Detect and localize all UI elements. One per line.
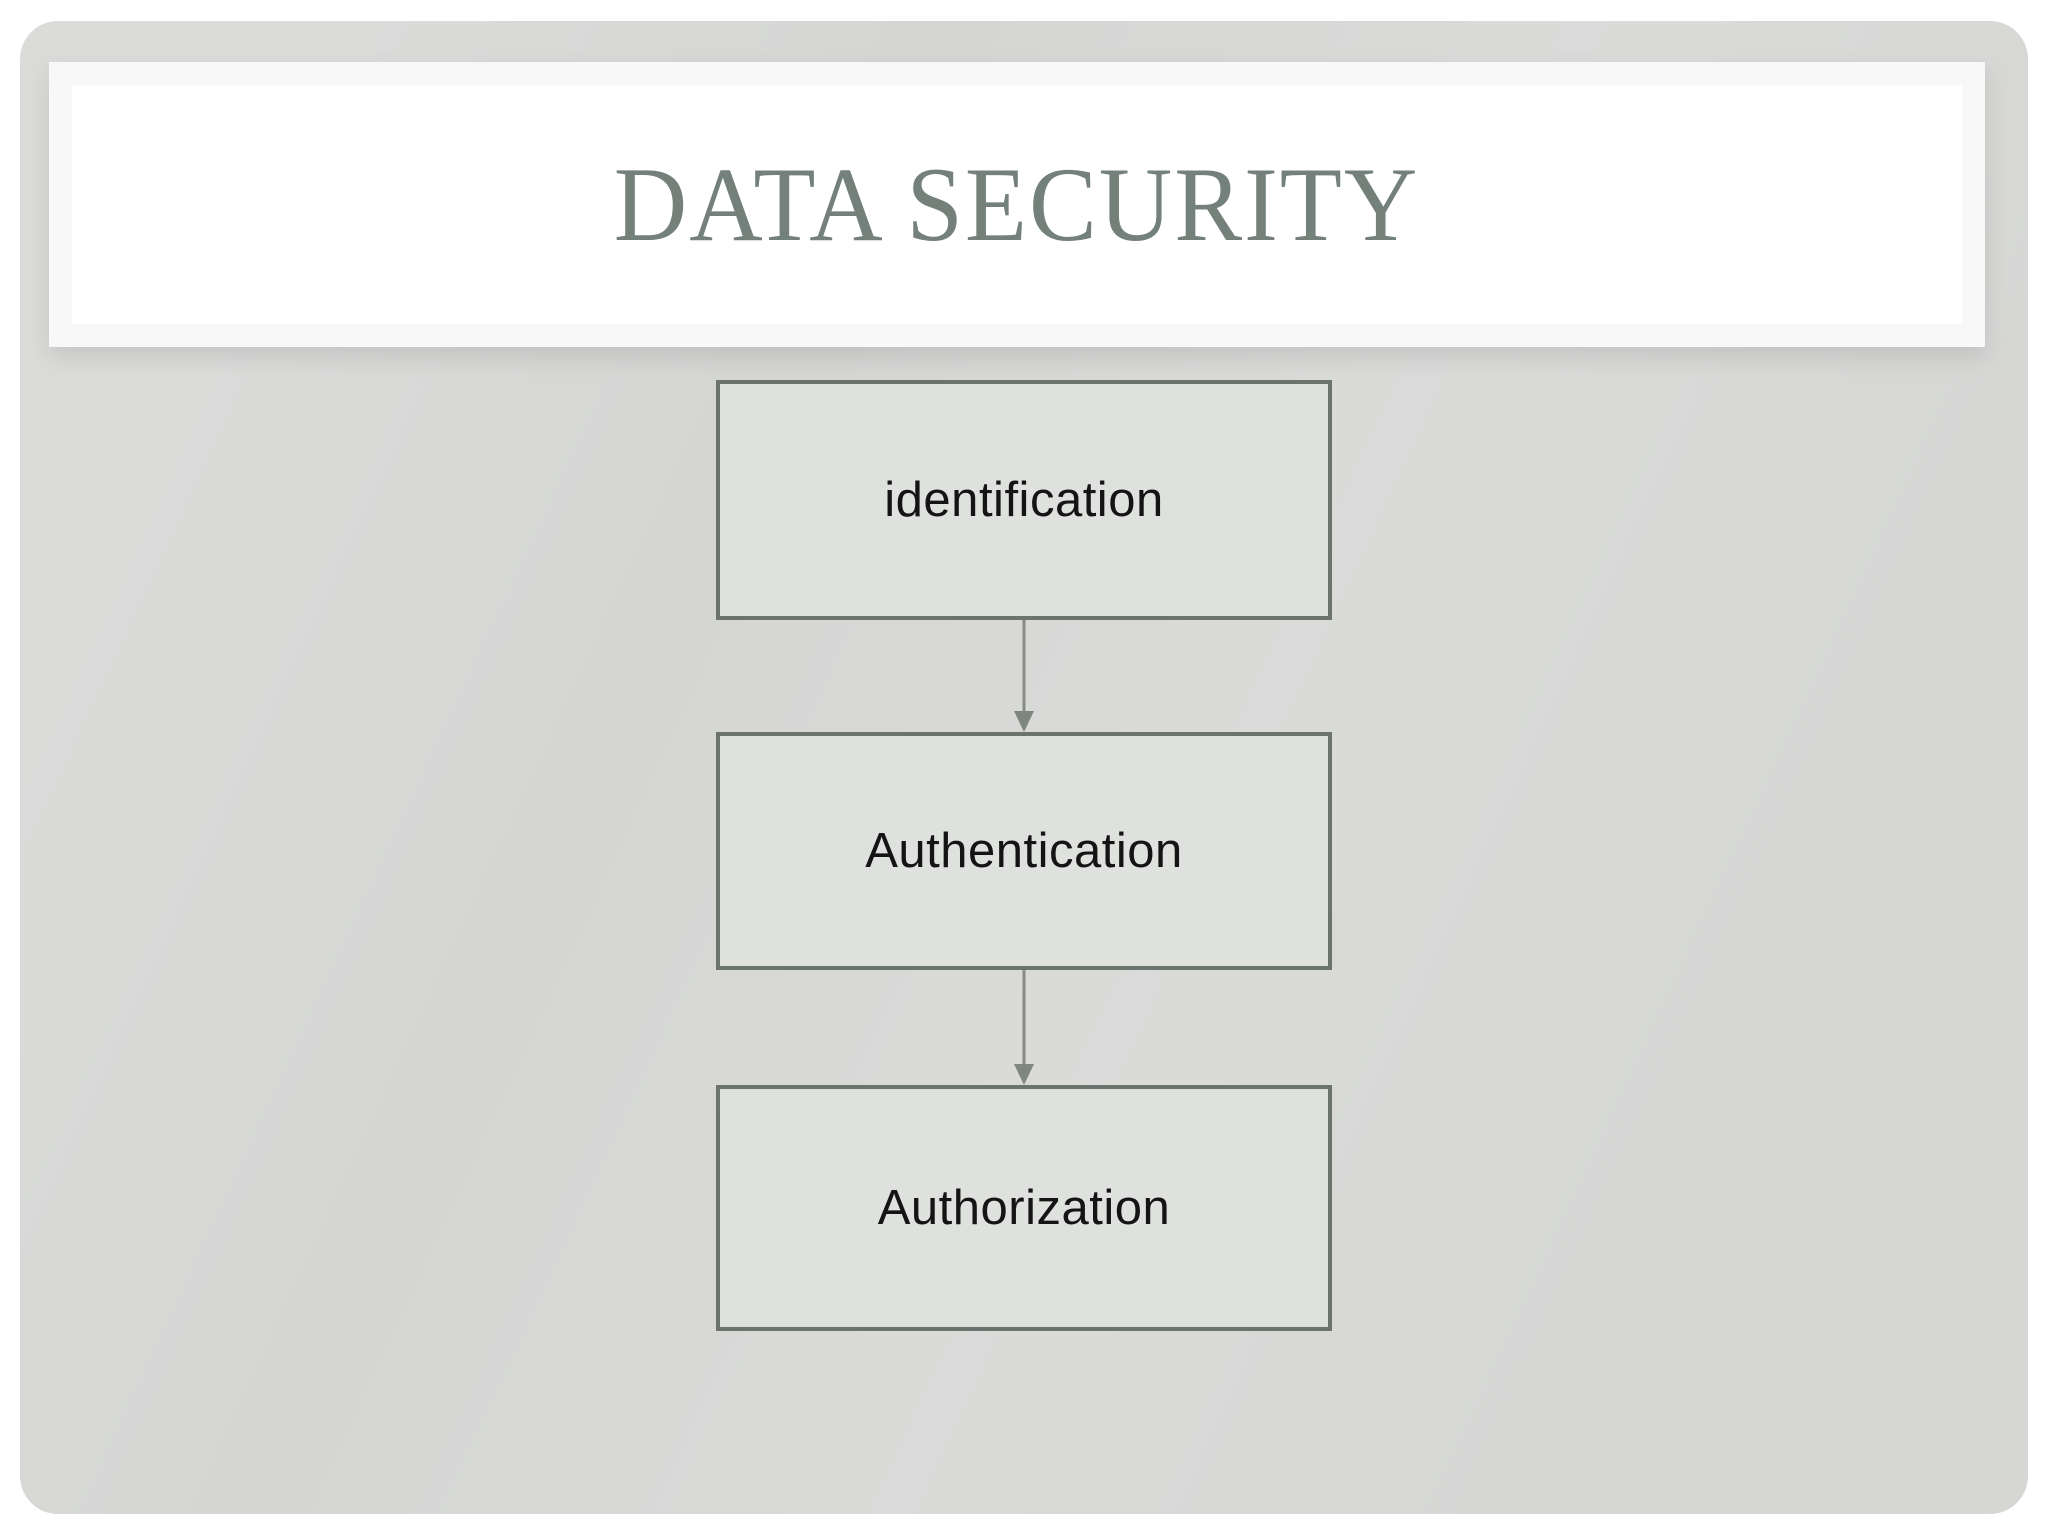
flow-node-label: Authentication — [865, 824, 1183, 878]
flow-arrow-identification-to-authentication — [1012, 620, 1036, 732]
arrow-down-icon — [1014, 970, 1034, 1085]
flow-arrow-authentication-to-authorization — [1012, 970, 1036, 1085]
flow-node-label: Authorization — [877, 1181, 1171, 1235]
flow-node-label: identification — [884, 473, 1164, 527]
arrow-down-icon — [1014, 620, 1034, 732]
slide-title: DATA SECURITY — [614, 145, 1420, 263]
slide: DATA SECURITY identification Authenticat… — [20, 21, 2028, 1514]
title-banner-inner: DATA SECURITY — [72, 85, 1962, 324]
title-banner: DATA SECURITY — [49, 62, 1985, 347]
flow-node-authentication: Authentication — [716, 732, 1332, 970]
flow-node-authorization: Authorization — [716, 1085, 1332, 1331]
flow-node-identification: identification — [716, 380, 1332, 620]
